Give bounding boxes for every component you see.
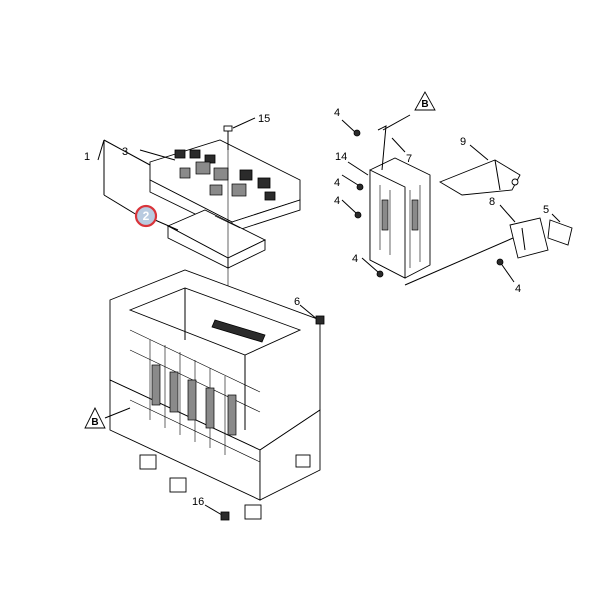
bolt-part-6 bbox=[299, 304, 325, 325]
callout-14-leader bbox=[347, 161, 369, 176]
callout-1-bracket bbox=[97, 139, 151, 216]
callout-6: 6 bbox=[294, 296, 300, 308]
callout-1: 1 bbox=[84, 151, 90, 163]
callout-3: 3 bbox=[122, 146, 128, 158]
view-b-label-left: B bbox=[91, 417, 98, 428]
control-module-part-2 bbox=[154, 209, 267, 269]
callout-4b: 4 bbox=[334, 177, 340, 189]
callout-4d: 4 bbox=[352, 253, 358, 265]
mounting-bracket-housing bbox=[109, 269, 321, 520]
callout-4a: 4 bbox=[334, 107, 340, 119]
callout-labels: 1 3 15 4 7 14 4 4 9 8 5 4 4 6 16 bbox=[84, 107, 549, 508]
view-b-marker-top: B bbox=[414, 91, 436, 111]
callout-15: 15 bbox=[258, 113, 270, 125]
part-5 bbox=[547, 213, 573, 246]
view-b-marker-left: B bbox=[84, 406, 131, 429]
view-b-label-top: B bbox=[421, 99, 428, 110]
callout-16: 16 bbox=[192, 496, 204, 508]
callout-9: 9 bbox=[460, 136, 466, 148]
callout-7: 7 bbox=[406, 153, 412, 165]
bolt-part-15 bbox=[223, 117, 256, 420]
screws-part-4 bbox=[341, 119, 515, 283]
callout-8: 8 bbox=[489, 196, 495, 208]
bolt-part-16 bbox=[204, 504, 230, 521]
bracket-part-8 bbox=[499, 204, 549, 259]
side-bracket-part-14 bbox=[369, 157, 521, 286]
strap-part-7 bbox=[377, 114, 411, 171]
callout-2-label: 2 bbox=[143, 209, 150, 223]
bracket-part-9 bbox=[438, 144, 521, 196]
callout-4c: 4 bbox=[334, 195, 340, 207]
callout-2-highlight: 2 bbox=[134, 204, 158, 228]
relay-block-part-3 bbox=[139, 139, 301, 233]
callout-5: 5 bbox=[543, 204, 549, 216]
callout-4e: 4 bbox=[515, 283, 521, 295]
callout-14: 14 bbox=[335, 151, 347, 163]
